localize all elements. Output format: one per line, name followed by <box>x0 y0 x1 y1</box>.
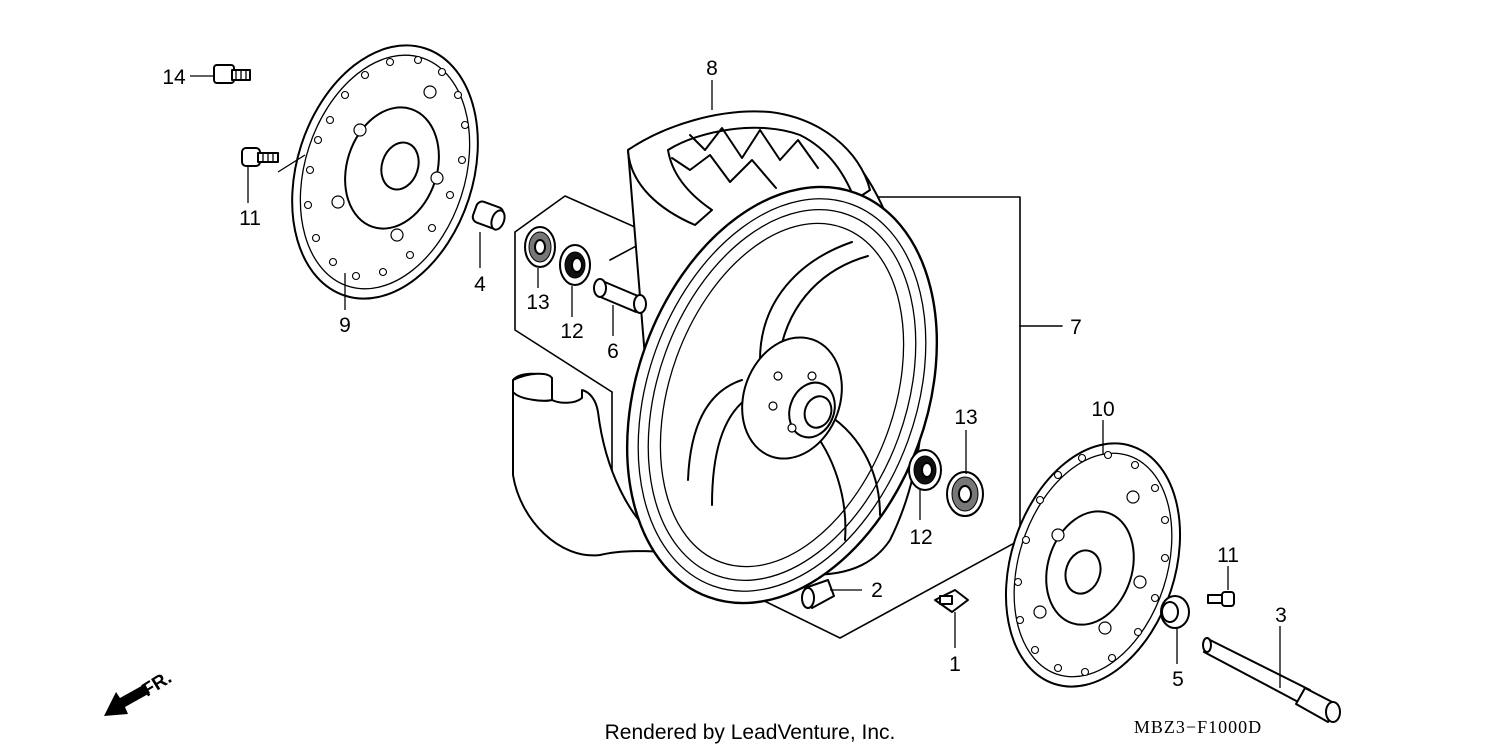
flange-bolt[interactable] <box>213 64 251 84</box>
callout-13-right: 13 <box>954 406 977 429</box>
callout-11-left: 11 <box>239 207 261 230</box>
distance-collar[interactable] <box>593 278 647 314</box>
render-credit: Rendered by LeadVenture, Inc. <box>605 721 896 744</box>
callout-13-left: 13 <box>526 291 549 314</box>
disc-bolt-right[interactable] <box>1207 591 1235 607</box>
arrow-down-left-icon <box>104 684 150 716</box>
leader-lines <box>190 75 1281 688</box>
brake-disc-left[interactable] <box>261 21 509 323</box>
brake-disc-right[interactable] <box>976 421 1209 709</box>
callout-10: 10 <box>1091 398 1114 421</box>
radial-bearing-left[interactable] <box>559 244 591 286</box>
callout-1: 1 <box>949 653 961 676</box>
front-direction-indicator: FR. <box>104 667 176 716</box>
dust-seal-right[interactable] <box>946 471 984 517</box>
callout-3: 3 <box>1275 604 1287 627</box>
callout-14: 14 <box>162 66 186 89</box>
callout-4: 4 <box>474 273 486 296</box>
callout-5: 5 <box>1172 668 1184 691</box>
disc-bolt-left[interactable] <box>241 147 306 173</box>
callout-12-right: 12 <box>909 526 932 549</box>
callout-6: 6 <box>607 340 619 363</box>
callout-8: 8 <box>706 57 718 80</box>
callout-9: 9 <box>339 314 351 337</box>
diagram-code: MBZ3−F1000D <box>1134 717 1262 737</box>
wheel-rim[interactable] <box>572 143 992 646</box>
callout-2: 2 <box>871 579 883 602</box>
tire-valve[interactable] <box>801 579 835 609</box>
side-collar-right[interactable] <box>1160 595 1190 629</box>
dust-seal-left[interactable] <box>524 226 556 268</box>
callouts: 1 2 3 4 5 6 7 8 9 10 11 11 12 12 13 13 1… <box>162 57 1287 691</box>
callout-11-right: 11 <box>1217 544 1239 567</box>
callout-7: 7 <box>1070 316 1082 339</box>
callout-12-left: 12 <box>560 320 583 343</box>
side-collar-left[interactable] <box>471 200 507 232</box>
speedometer-clip[interactable] <box>934 589 969 613</box>
front-axle[interactable] <box>1202 637 1341 723</box>
radial-bearing-right[interactable] <box>908 449 942 491</box>
